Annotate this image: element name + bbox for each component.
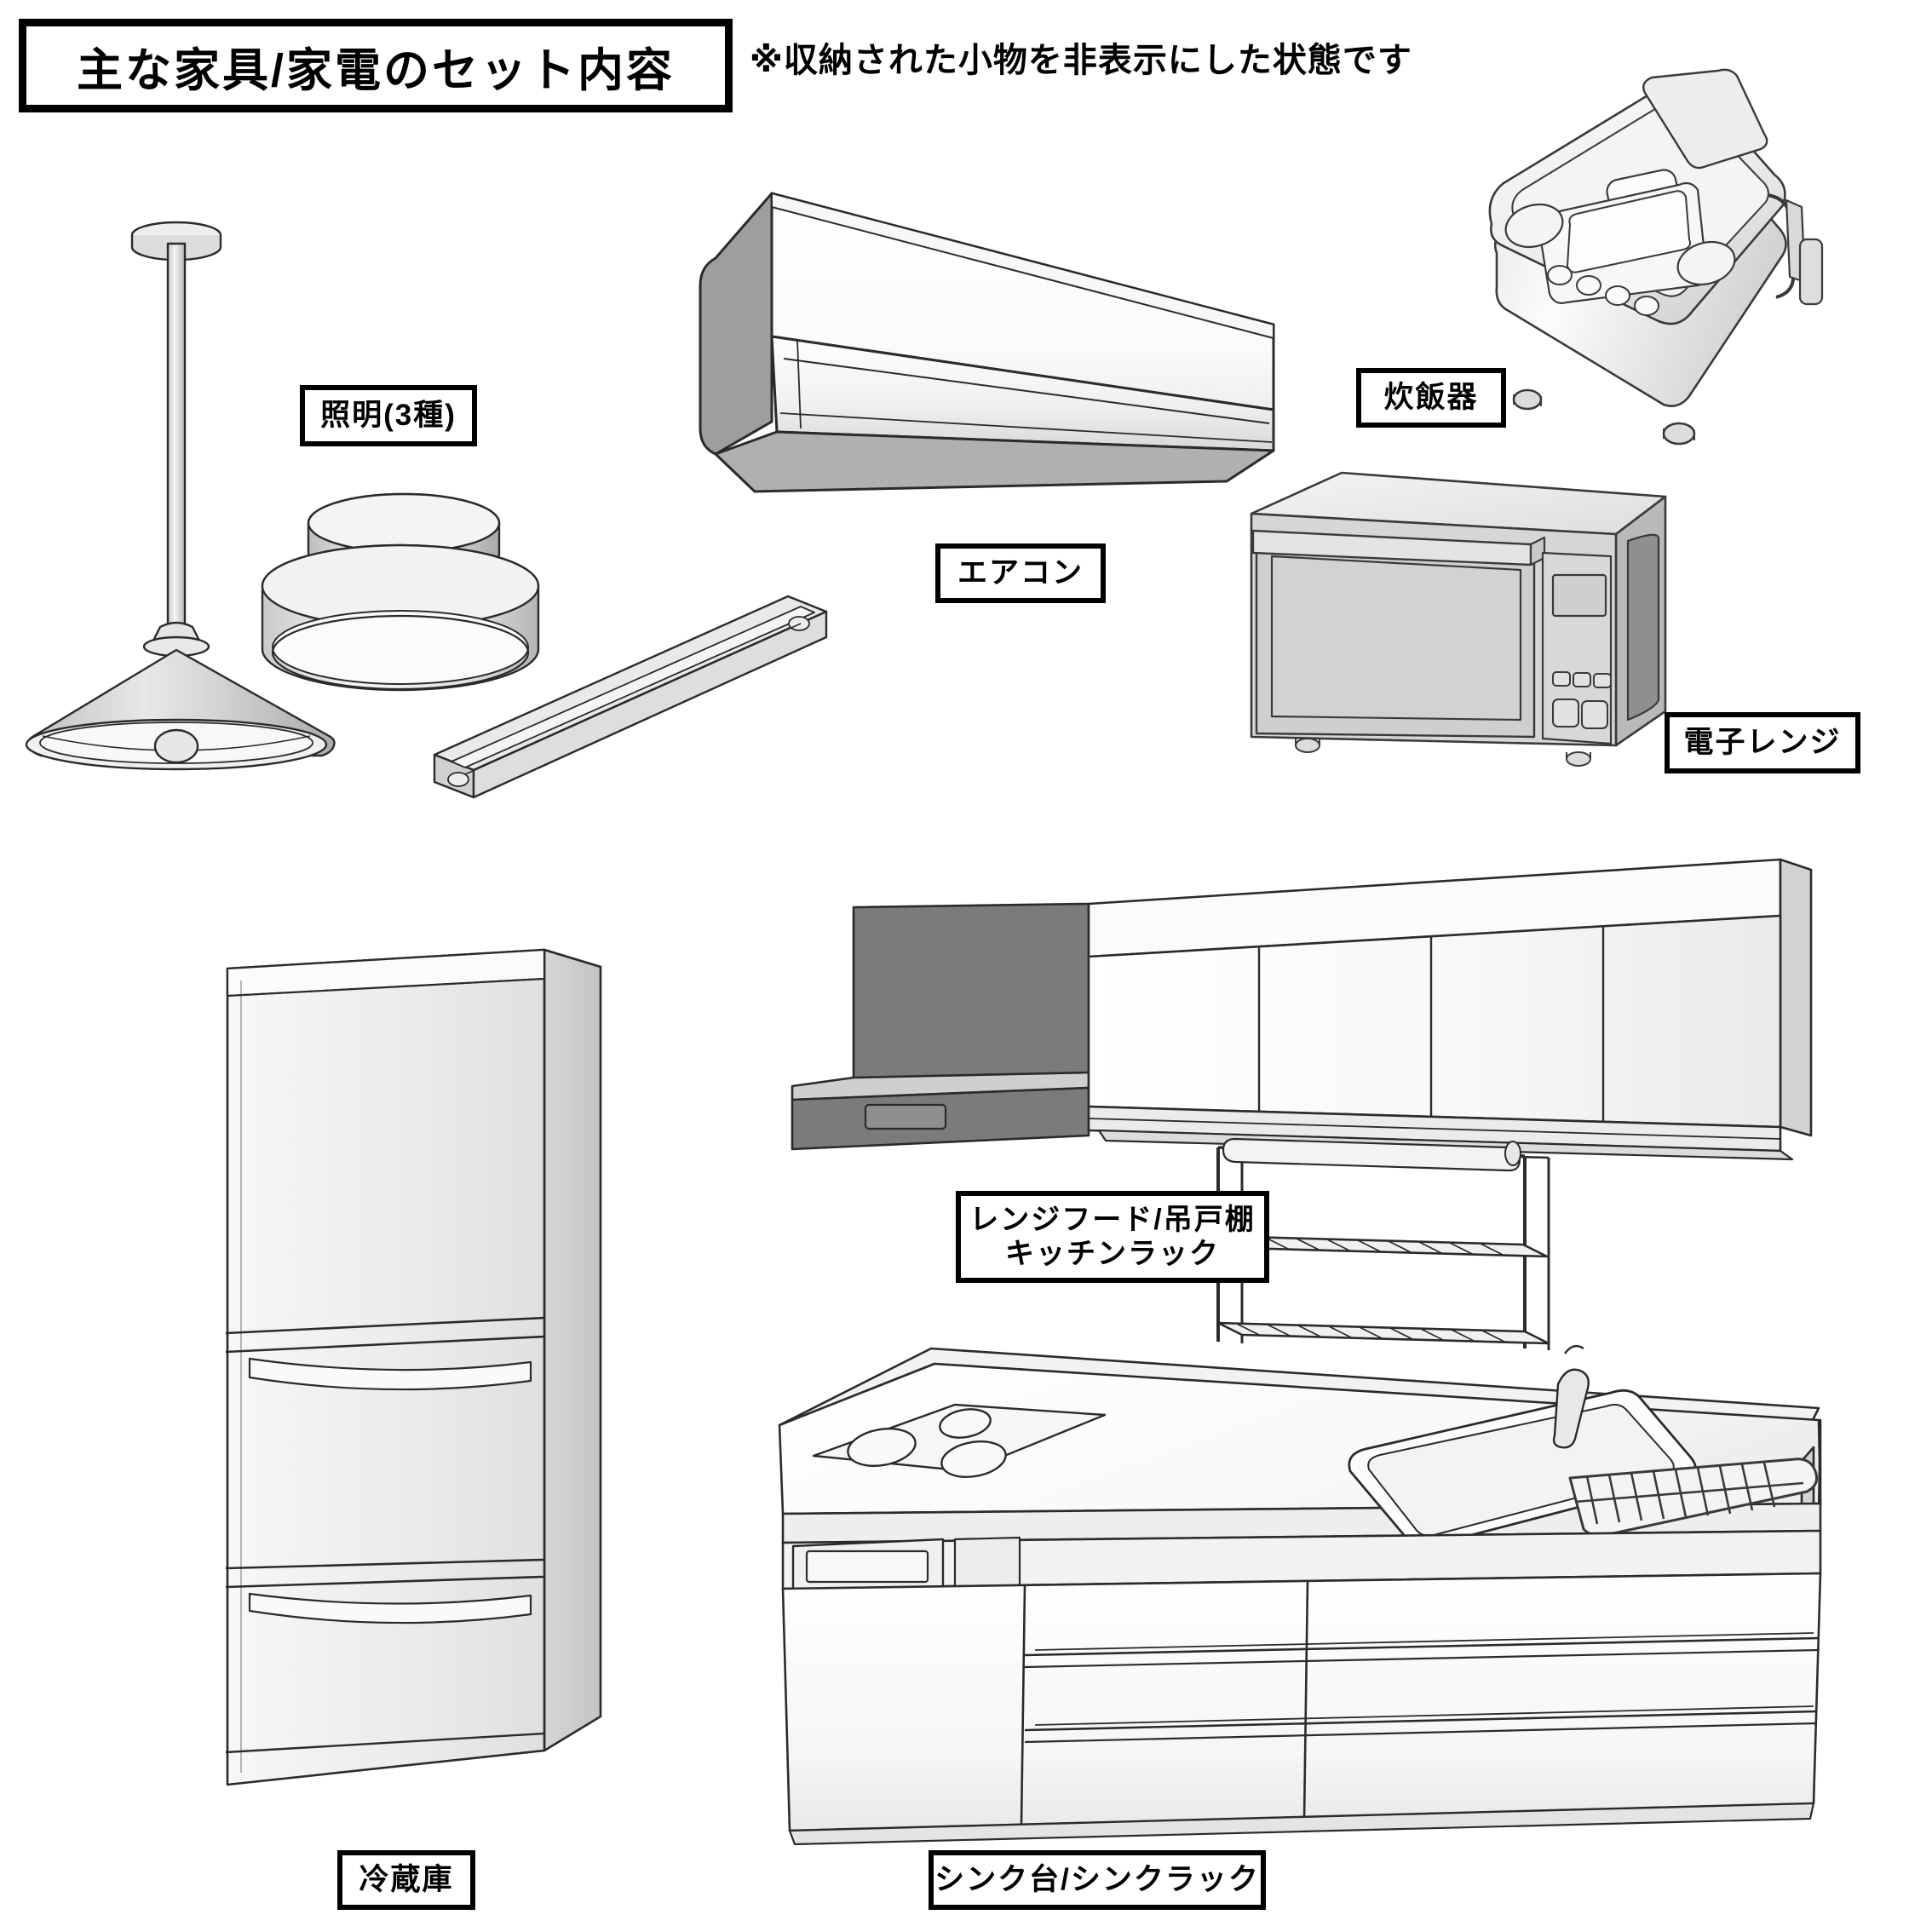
page-note: ※収納された小物を非表示にした状態です xyxy=(750,42,1412,79)
refrigerator-illustration xyxy=(200,933,618,1823)
label-refrigerator-text: 冷蔵庫 xyxy=(359,1863,454,1897)
label-range-hood: レンジフード/吊戸棚 キッチンラック xyxy=(956,1191,1269,1283)
label-microwave-text: 電子レンジ xyxy=(1683,726,1842,760)
label-lighting-text: 照明(3種) xyxy=(320,399,457,433)
label-sink: シンク台/シンクラック xyxy=(929,1850,1266,1910)
pendant-lamp-illustration xyxy=(9,204,375,784)
rice-cooker-illustration xyxy=(1478,55,1836,447)
label-refrigerator: 冷蔵庫 xyxy=(337,1850,475,1910)
label-lighting: 照明(3種) xyxy=(300,385,477,446)
range-hood-wall-cabinet-rack-illustration xyxy=(758,822,1866,1350)
sink-counter-illustration xyxy=(754,1333,1878,1846)
label-rice-cooker-text: 炊飯器 xyxy=(1383,381,1479,415)
microwave-illustration xyxy=(1231,456,1674,779)
label-range-hood-line2: キッチンラック xyxy=(1005,1238,1220,1270)
air-conditioner-illustration xyxy=(681,158,1278,507)
label-air-conditioner: エアコン xyxy=(935,543,1106,603)
ceiling-light-illustration xyxy=(247,477,656,767)
page-title: 主な家具/家電のセット内容 xyxy=(19,19,733,112)
label-sink-text: シンク台/シンクラック xyxy=(934,1863,1260,1897)
linear-light-illustration xyxy=(400,588,843,818)
label-rice-cooker: 炊飯器 xyxy=(1356,368,1506,428)
label-range-hood-line1: レンジフード/吊戸棚 xyxy=(969,1203,1256,1236)
label-microwave: 電子レンジ xyxy=(1665,712,1860,773)
label-air-conditioner-text: エアコン xyxy=(957,556,1084,590)
